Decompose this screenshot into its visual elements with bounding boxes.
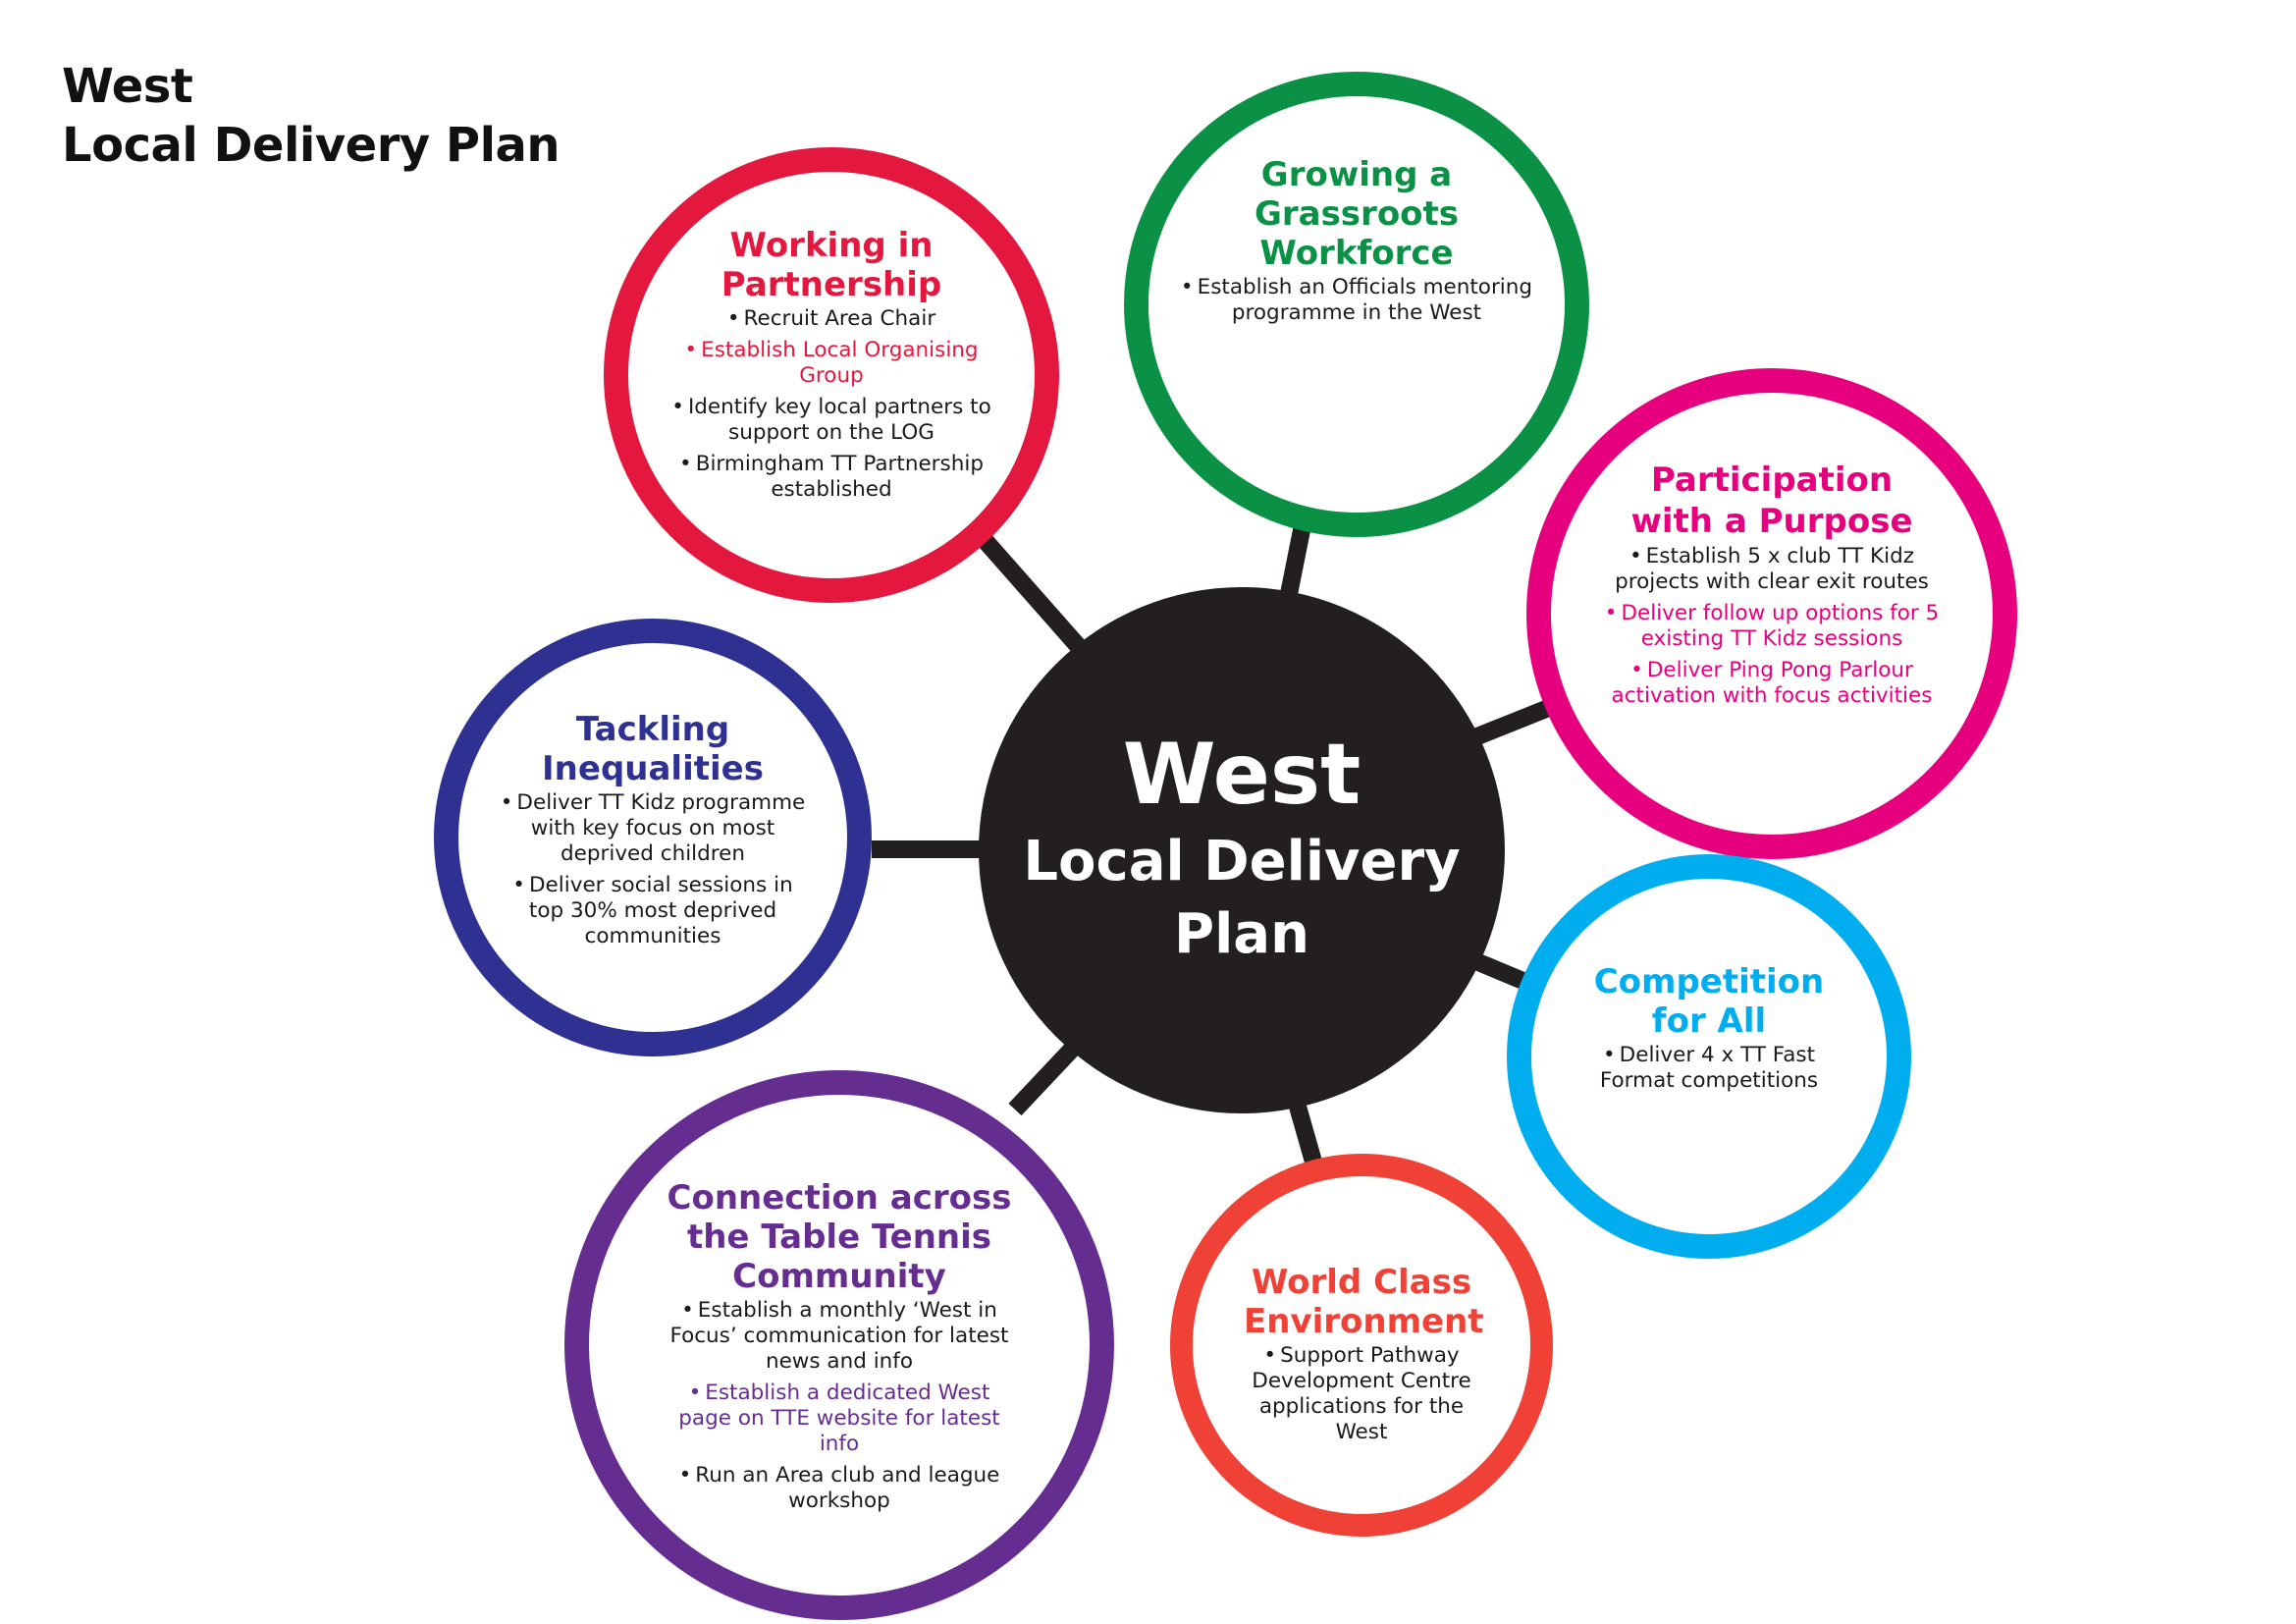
- bullet-icon: •: [1630, 658, 1643, 682]
- hub-subtitle-line-2: Plan: [1174, 902, 1309, 966]
- node-items: •Establish an Officials mentoring progra…: [1180, 275, 1533, 332]
- node-competition-for-all: Competition for All •Deliver 4 x TT Fast…: [1507, 854, 1911, 1259]
- connector-partnership: [978, 534, 1087, 654]
- node-item-text: Recruit Area Chair: [743, 306, 936, 331]
- node-title: Growing a Grassroots Workforce: [1254, 155, 1460, 273]
- node-item-text: Deliver Ping Pong Parlour activation wit…: [1611, 658, 1933, 708]
- node-item-text: Establish Local Organising Group: [701, 338, 979, 388]
- node-working-in-partnership: Working in Partnership •Recruit Area Cha…: [604, 147, 1059, 603]
- page-title: West Local Delivery Plan: [62, 57, 561, 175]
- node-item-text: Identify key local partners to support o…: [687, 395, 991, 445]
- bullet-icon: •: [681, 1298, 694, 1323]
- node-item-text: Establish a monthly ‘West in Focus’ comm…: [669, 1298, 1009, 1374]
- node-connection-across-community: Connection across the Table Tennis Commu…: [564, 1070, 1114, 1620]
- node-item-text: Deliver follow up options for 5 existing…: [1621, 601, 1940, 651]
- central-hub: West Local Delivery Plan: [979, 587, 1505, 1113]
- hub-title: West: [1122, 726, 1362, 824]
- node-item-text: Establish 5 x club TT Kidz projects with…: [1615, 544, 1929, 594]
- connector-community: [1008, 1034, 1087, 1116]
- node-title: Participation with a Purpose: [1630, 460, 1913, 541]
- node-title: Connection across the Table Tennis Commu…: [667, 1178, 1012, 1296]
- node-item-text: Deliver social sessions in top 30% most …: [528, 873, 793, 948]
- node-item-text: Run an Area club and league workshop: [695, 1463, 1000, 1513]
- node-item: •Recruit Area Chair: [665, 306, 998, 332]
- node-world-class-environment: World Class Environment •Support Pathway…: [1170, 1154, 1553, 1537]
- node-items: •Establish a monthly ‘West in Focus’ com…: [663, 1298, 1016, 1520]
- bullet-icon: •: [500, 790, 513, 815]
- bullet-icon: •: [726, 306, 740, 331]
- node-item-text: Birmingham TT Partnership established: [695, 452, 984, 502]
- bullet-icon: •: [1604, 601, 1618, 625]
- node-item: •Deliver 4 x TT Fast Format competitions: [1581, 1043, 1837, 1094]
- node-item: •Birmingham TT Partnership established: [665, 452, 998, 503]
- node-growing-grassroots-workforce: Growing a Grassroots Workforce •Establis…: [1124, 72, 1589, 537]
- bullet-icon: •: [1263, 1343, 1277, 1368]
- node-item: •Run an Area club and league workshop: [663, 1463, 1016, 1514]
- connector-environment: [1287, 1097, 1322, 1164]
- node-items: •Recruit Area Chair•Establish Local Orga…: [665, 306, 998, 509]
- hub-subtitle-line-1: Local Delivery: [1023, 830, 1461, 893]
- bullet-icon: •: [684, 338, 698, 362]
- node-item-text: Deliver TT Kidz programme with key focus…: [516, 790, 806, 866]
- bullet-icon: •: [1602, 1043, 1616, 1067]
- node-tackling-inequalities: Tackling Inequalities •Deliver TT Kidz p…: [434, 619, 872, 1056]
- bullet-icon: •: [1180, 275, 1194, 299]
- node-items: •Deliver 4 x TT Fast Format competitions: [1581, 1043, 1837, 1100]
- page-title-line-1: West: [62, 59, 193, 114]
- node-item: •Deliver Ping Pong Parlour activation wi…: [1585, 658, 1958, 709]
- bullet-icon: •: [512, 873, 525, 897]
- node-title: Competition for All: [1593, 962, 1825, 1041]
- node-participation-with-purpose: Participation with a Purpose •Establish …: [1526, 368, 2017, 859]
- bullet-icon: •: [679, 452, 692, 476]
- node-item-text: Deliver 4 x TT Fast Format competitions: [1599, 1043, 1819, 1093]
- node-title: Working in Partnership: [721, 226, 942, 304]
- node-item: •Establish an Officials mentoring progra…: [1180, 275, 1533, 326]
- node-item: •Establish Local Organising Group: [665, 338, 998, 389]
- bullet-icon: •: [678, 1463, 692, 1488]
- node-item-text: Establish an Officials mentoring program…: [1197, 275, 1533, 325]
- node-item: •Establish 5 x club TT Kidz projects wit…: [1585, 544, 1958, 595]
- node-item-text: Establish a dedicated West page on TTE w…: [678, 1380, 1000, 1456]
- connector-competition: [1474, 953, 1529, 991]
- bullet-icon: •: [671, 395, 684, 419]
- node-item: •Support Pathway Development Centre appl…: [1239, 1343, 1484, 1445]
- node-item: •Deliver social sessions in top 30% most…: [496, 873, 810, 949]
- bullet-icon: •: [1629, 544, 1642, 568]
- page-title-line-2: Local Delivery Plan: [62, 118, 561, 173]
- node-item: •Deliver TT Kidz programme with key focu…: [496, 790, 810, 867]
- node-item-text: Support Pathway Development Centre appli…: [1252, 1343, 1471, 1444]
- node-items: •Establish 5 x club TT Kidz projects wit…: [1585, 544, 1958, 715]
- bullet-icon: •: [688, 1380, 702, 1405]
- node-item: •Establish a monthly ‘West in Focus’ com…: [663, 1298, 1016, 1375]
- node-items: •Support Pathway Development Centre appl…: [1239, 1343, 1484, 1451]
- node-items: •Deliver TT Kidz programme with key focu…: [496, 790, 810, 955]
- node-item: •Establish a dedicated West page on TTE …: [663, 1380, 1016, 1457]
- node-title: Tackling Inequalities: [542, 710, 764, 788]
- node-item: •Deliver follow up options for 5 existin…: [1585, 601, 1958, 652]
- node-title: World Class Environment: [1244, 1263, 1484, 1341]
- node-item: •Identify key local partners to support …: [665, 395, 998, 446]
